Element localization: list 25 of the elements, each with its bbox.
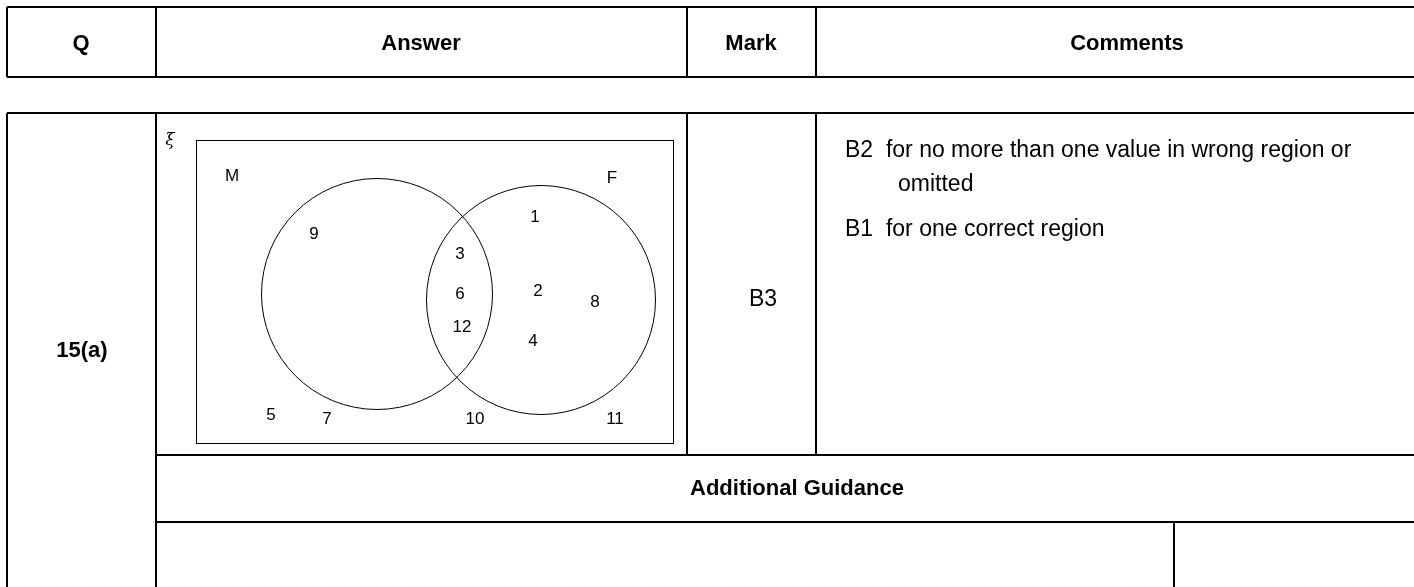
element-number: 6 <box>455 284 465 304</box>
column-header: Q <box>72 30 90 56</box>
element-number: 4 <box>528 331 538 351</box>
element-number: 11 <box>606 409 624 429</box>
question-number: 15(a) <box>56 337 108 363</box>
universal-set-symbol: ξ <box>165 129 175 149</box>
set-label: F <box>606 168 618 188</box>
element-number: 12 <box>452 317 472 337</box>
comment-text: B2 for no more than one value in wrong region or omitted <box>845 135 1353 198</box>
universal-set-rectangle <box>196 140 674 444</box>
mark-code: B3 <box>748 284 778 312</box>
element-number: 2 <box>533 281 543 301</box>
column-header: Answer <box>381 30 461 56</box>
element-number: 5 <box>266 405 276 425</box>
section-heading: Additional Guidance <box>690 475 904 501</box>
element-number: 9 <box>309 224 319 244</box>
comment-text: B1 for one correct region <box>845 215 1105 242</box>
element-number: 7 <box>322 409 332 429</box>
element-number: 8 <box>590 292 600 312</box>
set-label: M <box>224 166 240 186</box>
element-number: 3 <box>455 244 465 264</box>
element-number: 10 <box>465 409 485 429</box>
element-number: 1 <box>530 207 540 227</box>
column-header: Mark <box>725 30 777 56</box>
column-header: Comments <box>1070 30 1184 56</box>
